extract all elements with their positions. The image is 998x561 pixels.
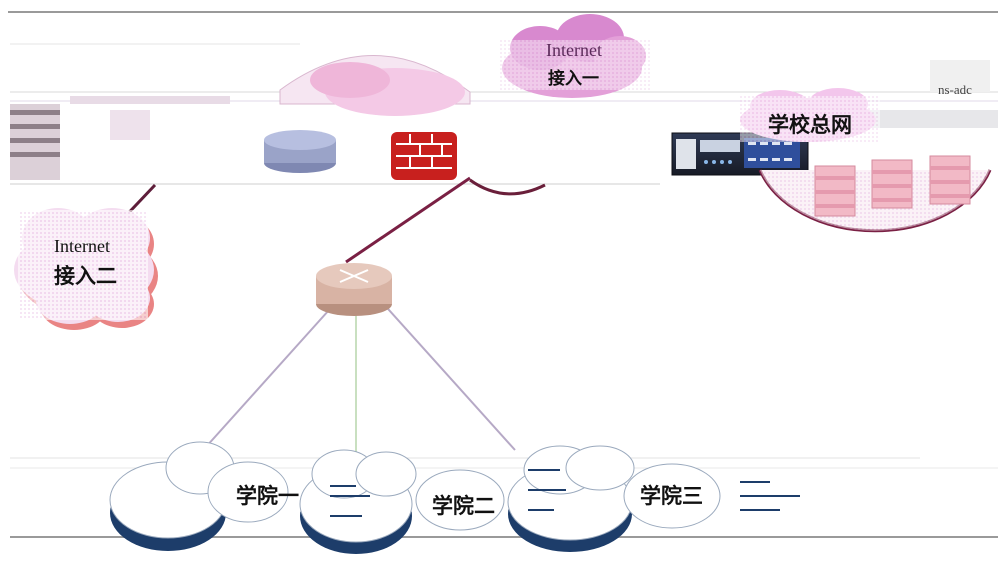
internet-access-1-cloud bbox=[500, 14, 650, 98]
link-router-to-firewall bbox=[345, 176, 471, 264]
campus-network-label: 学校总网 bbox=[768, 113, 852, 137]
campus-server-racks bbox=[814, 155, 971, 217]
core-router-icon bbox=[316, 263, 392, 316]
link-router-to-college3 bbox=[379, 299, 516, 451]
campus-corner-text: ns-adc bbox=[938, 82, 972, 97]
router-icon bbox=[264, 130, 336, 173]
college-3-cloud bbox=[507, 445, 800, 552]
internet-access-1-label-line2: 接入一 bbox=[548, 69, 599, 89]
network-links bbox=[118, 176, 516, 458]
cloud-outline-arc bbox=[469, 178, 546, 196]
college-2-label: 学院二 bbox=[432, 494, 495, 518]
college-1-cloud bbox=[109, 441, 289, 551]
internet-access-2-cloud bbox=[14, 208, 158, 330]
internet-access-2-label-line1: Internet bbox=[54, 236, 110, 256]
link-router-to-college1 bbox=[204, 299, 339, 449]
internet-access-2-label-line2: 接入二 bbox=[54, 264, 117, 288]
left-server-stack bbox=[10, 96, 230, 180]
college-3-label: 学院三 bbox=[640, 484, 703, 508]
internet-access-1-label-line1: Internet bbox=[546, 40, 602, 60]
campus-network-area bbox=[758, 60, 998, 233]
college-1-label: 学院一 bbox=[236, 484, 299, 508]
campus-network-cloud bbox=[740, 88, 880, 142]
college-2-cloud bbox=[299, 449, 505, 554]
firewall-icon bbox=[391, 132, 457, 180]
globe-dome bbox=[279, 55, 471, 116]
